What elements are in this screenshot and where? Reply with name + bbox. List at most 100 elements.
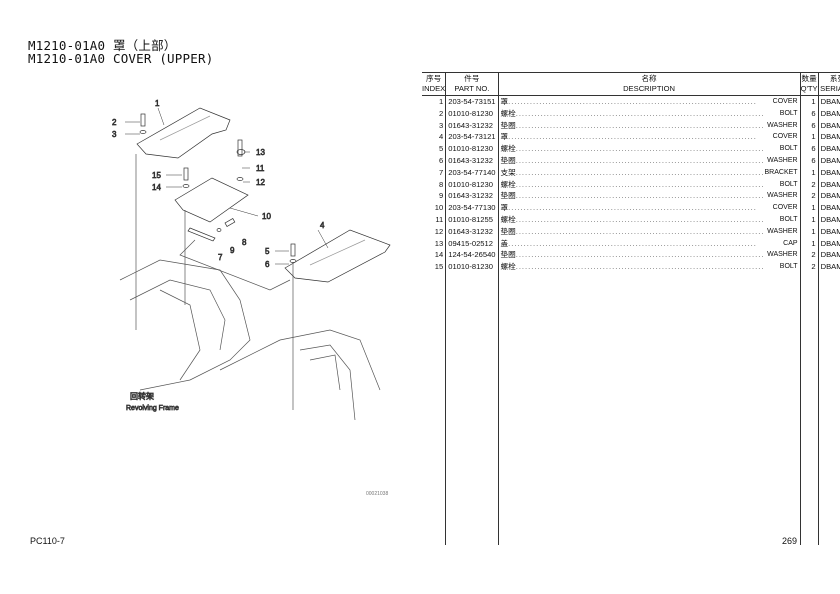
row-part-no: 01010-81230	[445, 143, 499, 155]
row-part-no: 01643-31232	[445, 119, 499, 132]
row-desc-cn: 螺栓	[500, 214, 516, 224]
row-serial: DBAM0001-	[817, 261, 840, 273]
leader-dots: ........................................…	[508, 97, 757, 106]
revolving-frame	[119, 154, 381, 421]
row-description: 螺栓......................................…	[497, 261, 801, 273]
row-part-no: 01643-31232	[445, 225, 499, 238]
row-desc-en: WASHER	[767, 227, 798, 235]
cover-10-part	[174, 177, 249, 223]
filler-cell	[817, 272, 840, 545]
bracket-7-part	[187, 227, 216, 242]
row-desc-en: BOLT	[779, 145, 798, 153]
callout-7: 7	[218, 253, 223, 262]
table-filler	[422, 272, 840, 545]
row-description: 盖.......................................…	[497, 237, 801, 250]
model-name: PC110-7	[30, 536, 65, 546]
row-description: 垫圈......................................…	[497, 119, 801, 132]
row-qty: 1	[799, 213, 819, 226]
header-serial-en: SERIAL NO.	[820, 84, 840, 93]
row-part-no: 01010-81230	[445, 261, 499, 273]
row-desc-cn: 罩	[500, 132, 509, 142]
row-desc-cn: 垫圈	[500, 155, 516, 165]
row-part-no: 01643-31232	[445, 190, 499, 203]
leader-dots: ........................................…	[515, 144, 765, 154]
header-serial: 系列号SERIAL NO.	[817, 72, 840, 96]
drawing-code: 00021038	[366, 491, 389, 497]
parts-diagram: 1 2 3 4 5 6 7 8 9 10 11 12 13 14 15 回转架 …	[112, 99, 391, 421]
row-part-no: 01010-81255	[445, 213, 499, 226]
callout-12: 12	[256, 178, 265, 187]
callout-11: 11	[256, 164, 265, 173]
row-desc-en: WASHER	[767, 192, 798, 200]
filler-cell	[497, 272, 801, 545]
row-index: 10	[434, 203, 444, 213]
row-description: 垫圈......................................…	[497, 190, 801, 203]
page-title-en: M1210-01A0 COVER (UPPER)	[28, 51, 214, 66]
row-desc-en: WASHER	[767, 156, 798, 164]
callout-3: 3	[112, 130, 117, 139]
header-description-en: DESCRIPTION	[623, 84, 675, 93]
row-index: 3	[438, 120, 444, 130]
leader-dots: ........................................…	[515, 167, 765, 177]
row-index: 7	[438, 167, 444, 177]
row-desc-en: BOLT	[779, 215, 798, 223]
row-description: 垫圈......................................…	[497, 249, 801, 262]
row-index: 15	[434, 262, 444, 272]
callout-1: 1	[155, 99, 160, 108]
row-desc-cn: 垫圈	[500, 120, 516, 130]
row-desc-en: COVER	[772, 133, 798, 141]
row-serial: DBAM0001-	[817, 166, 840, 179]
leader-dots: ........................................…	[508, 238, 757, 248]
callout-13: 13	[256, 148, 265, 157]
row-desc-en: WASHER	[767, 121, 798, 129]
row-desc-cn: 垫圈	[500, 250, 516, 260]
row-index: 9	[438, 191, 444, 201]
row-qty: 6	[799, 119, 819, 132]
row-description: 支架......................................…	[497, 166, 801, 179]
row-description: 罩.......................................…	[497, 95, 801, 108]
row-desc-en: WASHER	[767, 251, 798, 259]
row-qty: 1	[799, 202, 819, 214]
row-index: 6	[438, 155, 444, 165]
row-qty: 2	[799, 178, 819, 191]
leader-dots: ........................................…	[515, 262, 765, 272]
row-part-no: 203-54-73121	[445, 131, 499, 144]
row-description: 垫圈......................................…	[497, 154, 801, 167]
row-index: 4	[438, 132, 444, 142]
row-desc-cn: 垫圈	[500, 191, 516, 201]
row-qty: 2	[799, 249, 819, 262]
filler-cell	[799, 272, 819, 545]
row-qty: 6	[799, 154, 819, 167]
row-desc-en: BRACKET	[764, 168, 798, 176]
row-part-no: 09415-02512	[445, 237, 499, 250]
row-desc-en: COVER	[772, 98, 798, 105]
row-description: 垫圈......................................…	[497, 225, 801, 238]
row-qty: 1	[799, 225, 819, 238]
filler-cell	[422, 273, 446, 545]
row-qty: 1	[799, 131, 819, 144]
callout-4: 4	[320, 221, 325, 230]
row-qty: 6	[799, 143, 819, 155]
leader-dots: ........................................…	[515, 108, 765, 118]
callout-15: 15	[152, 171, 161, 180]
header-qty-cn: 数量	[801, 74, 817, 83]
row-desc-en: BOLT	[779, 109, 798, 117]
row-description: 螺栓......................................…	[497, 107, 801, 120]
row-desc-en: CAP	[783, 239, 798, 247]
row-qty: 2	[799, 261, 819, 273]
callout-2: 2	[112, 118, 117, 127]
header-serial-cn: 系列号	[829, 74, 840, 83]
filler-cell	[445, 272, 499, 545]
row-part-no: 203-54-73151	[445, 95, 499, 108]
